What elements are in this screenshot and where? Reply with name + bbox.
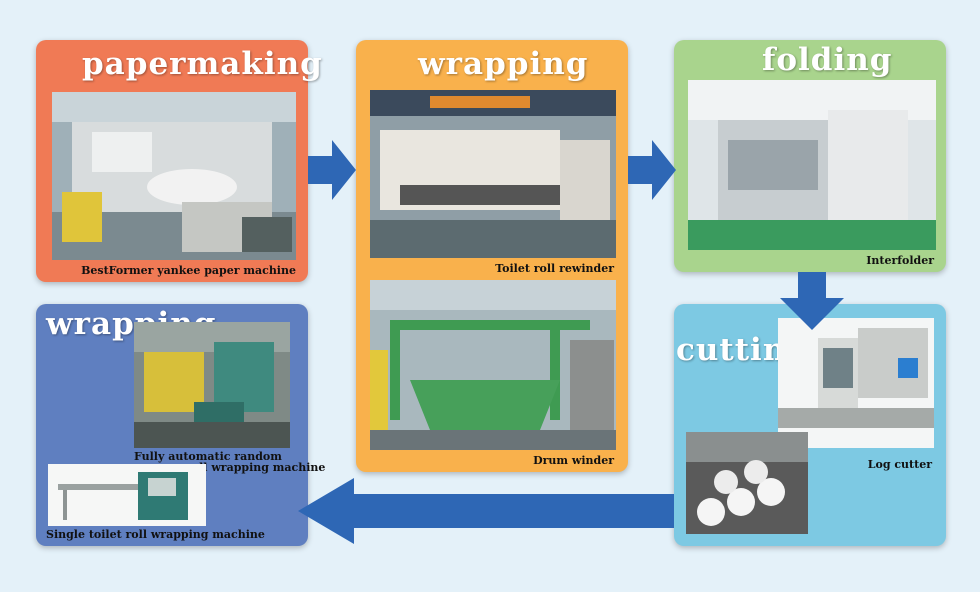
toilet-roll-rewinder-caption: Toilet roll rewinder — [495, 262, 614, 275]
interfolder-caption: Interfolder — [866, 254, 934, 267]
random-roll-wrapping-caption-line2: roll wrapping machine — [186, 461, 326, 474]
paper-machine-photo — [52, 92, 296, 260]
folding-panel: folding Interfolder — [674, 40, 946, 272]
arrow-wrapping-to-folding — [628, 140, 676, 200]
cut-rolls-photo — [686, 432, 808, 534]
single-roll-wrapping-caption: Single toilet roll wrapping machine — [46, 528, 265, 541]
toilet-roll-rewinder-photo — [370, 90, 616, 258]
log-cutter-caption: Log cutter — [867, 458, 932, 471]
log-cutter-photo — [778, 318, 934, 448]
papermaking-panel: papermaking BestFormer yankee paper mach… — [36, 40, 322, 282]
arrow-folding-to-cutting — [780, 272, 844, 330]
cutting-panel: cutting Log cutter — [674, 304, 946, 546]
single-roll-wrapping-photo — [48, 464, 206, 526]
folding-title: folding — [762, 42, 893, 78]
drum-winder-photo — [370, 280, 616, 450]
papermaking-caption: BestFormer yankee paper machine — [81, 264, 296, 277]
wrapping-center-panel: wrapping Toilet roll rewinder Drum winde… — [356, 40, 628, 472]
random-roll-wrapping-caption-line1: Fully automatic random — [134, 450, 282, 463]
arrow-papermaking-to-wrapping — [308, 140, 356, 200]
papermaking-title: papermaking — [82, 46, 323, 82]
drum-winder-caption: Drum winder — [533, 454, 614, 467]
interfolder-photo — [688, 80, 936, 250]
wrapping-center-title: wrapping — [418, 46, 589, 82]
arrow-cutting-to-wrapping — [298, 478, 674, 544]
wrapping-left-panel: wrapping Fully automatic random roll wra… — [36, 304, 325, 546]
random-roll-wrapping-photo — [134, 322, 290, 448]
